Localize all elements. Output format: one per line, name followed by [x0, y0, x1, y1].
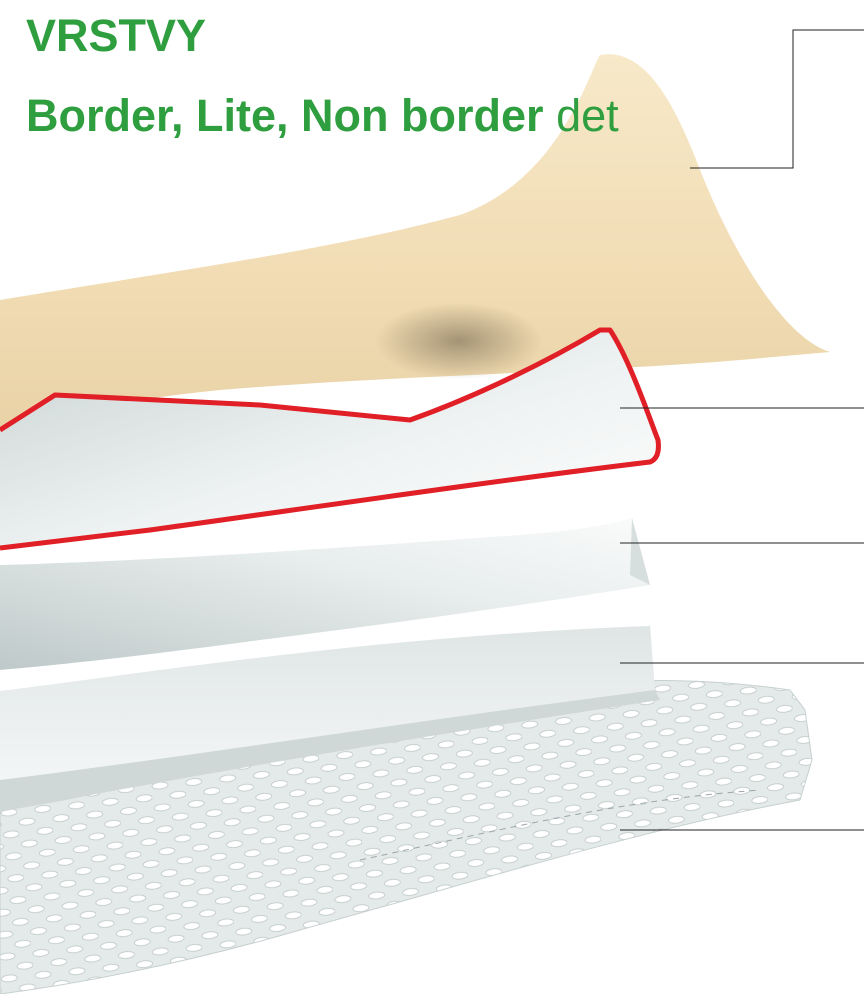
page-subtitle: Border, Lite, Non border det [26, 90, 619, 142]
title-bracket [690, 30, 864, 168]
subtitle-bold: Border, Lite, Non border [26, 90, 544, 141]
subtitle-regular: det [556, 90, 619, 141]
page-title: VRSTVY [26, 12, 206, 60]
title-text: VRSTVY [26, 10, 206, 61]
